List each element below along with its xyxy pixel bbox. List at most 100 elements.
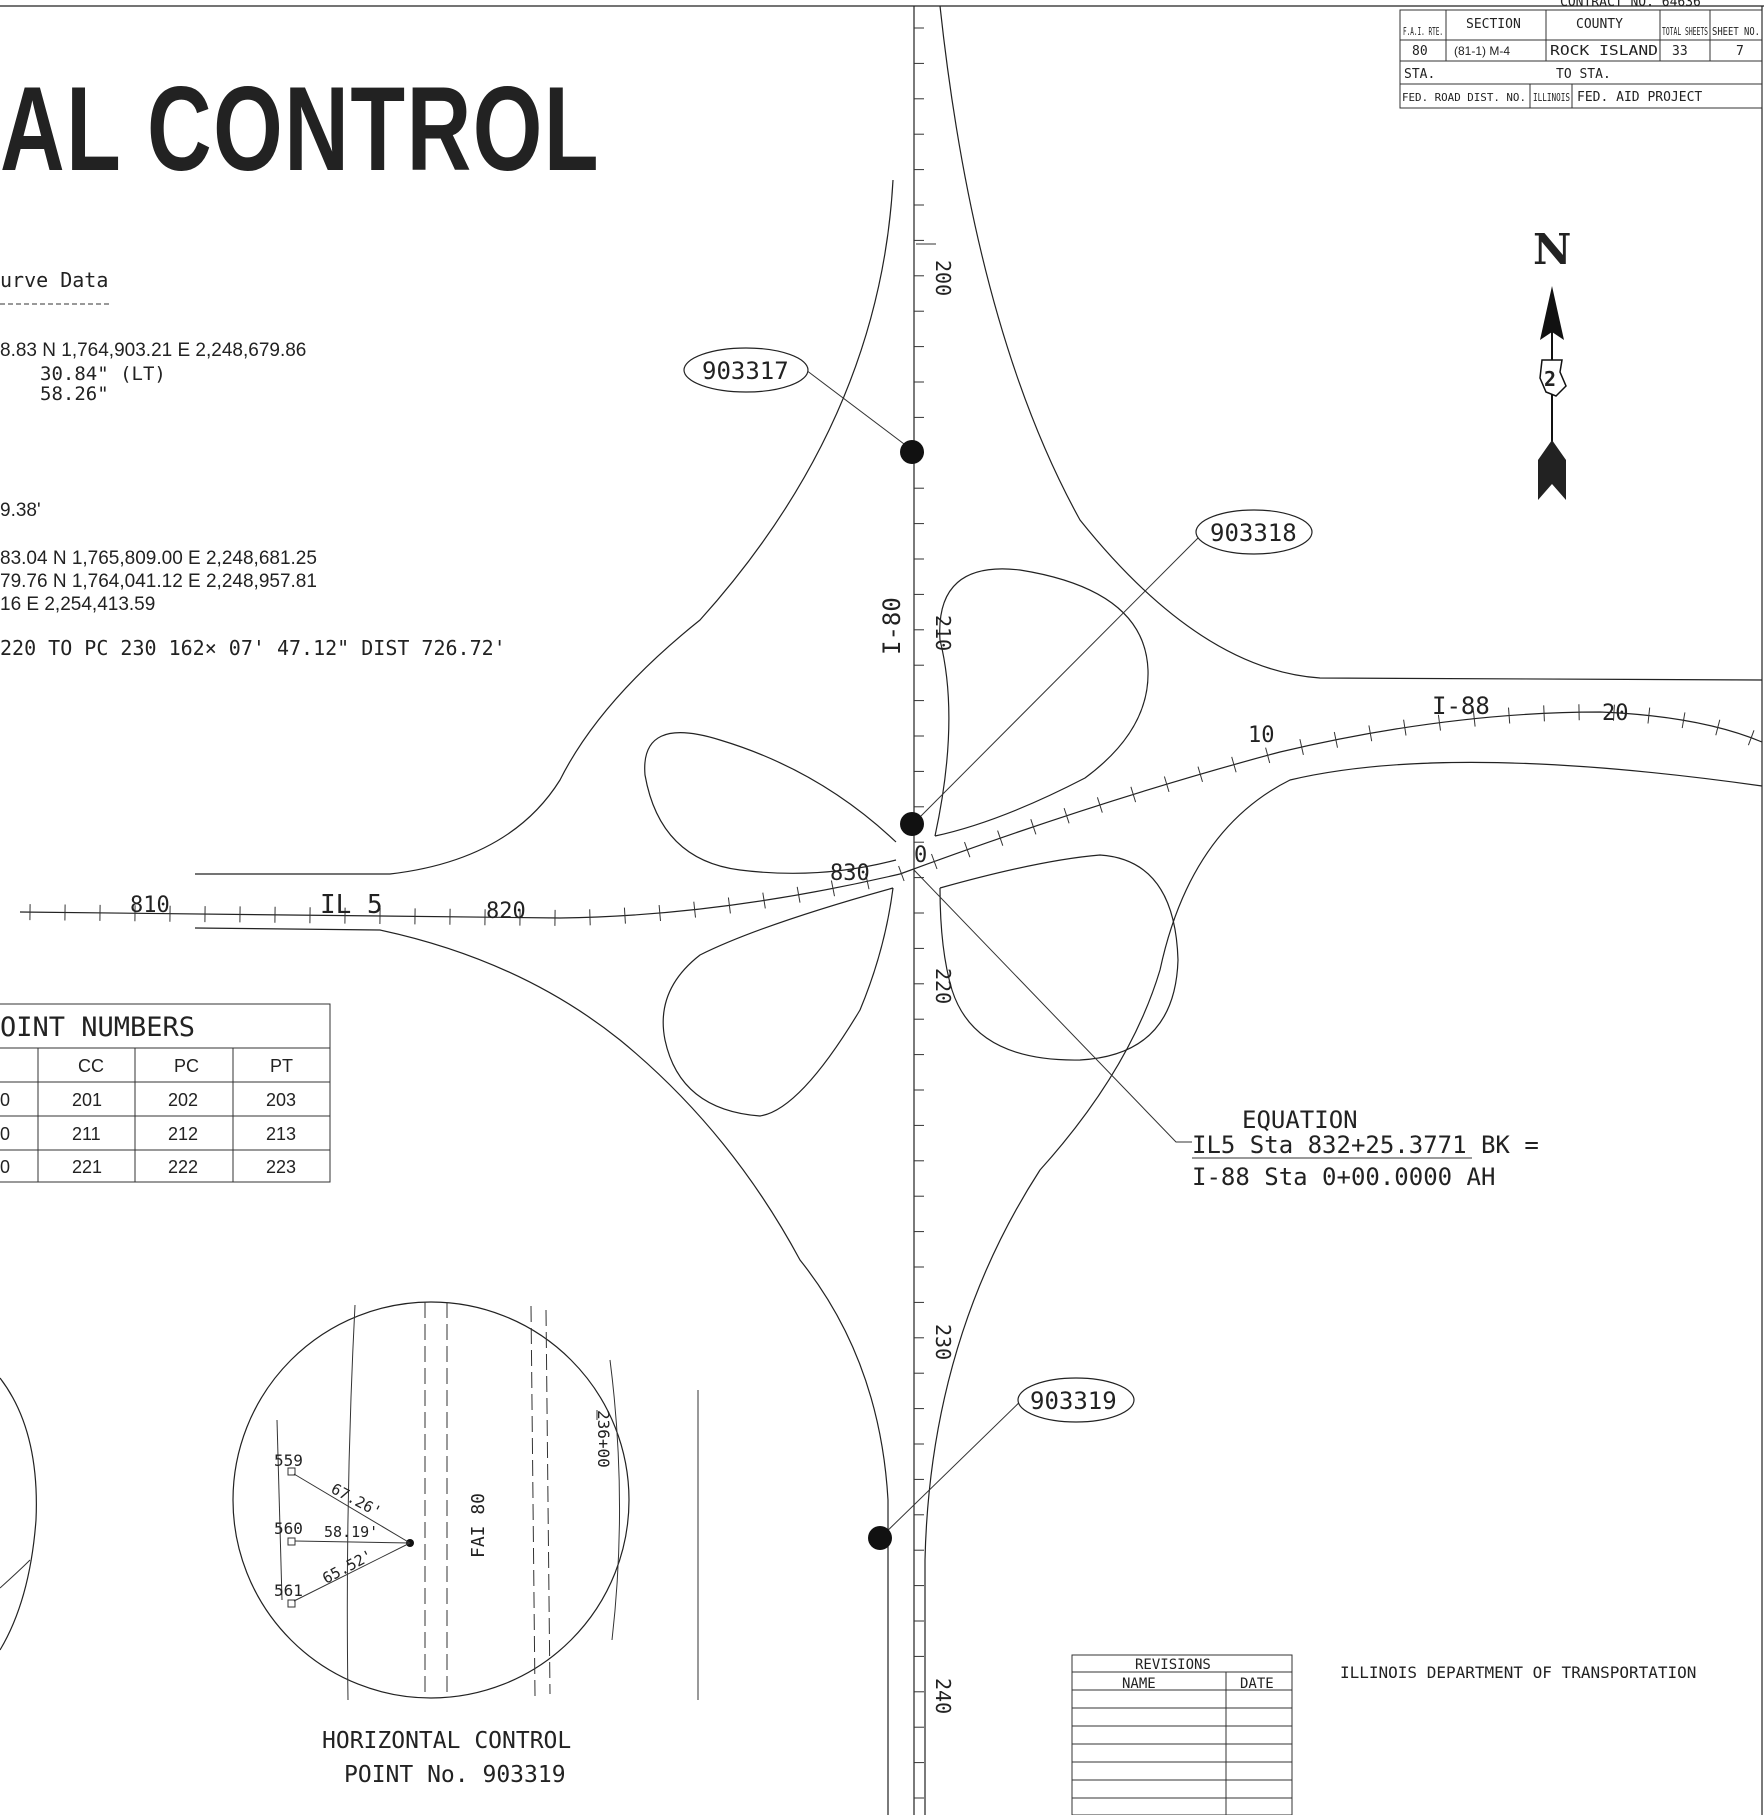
equation-note: EQUATION IL5 Sta 832+25.3771 BK = I-88 S…: [913, 869, 1539, 1191]
hdr-section: SECTION: [1466, 17, 1521, 32]
callout-903317: [683, 347, 809, 393]
curve-line-3: 58.26": [40, 383, 109, 405]
curve-line-5: 83.04 N 1,765,809.00 E 2,248,681.25: [0, 548, 317, 569]
tie-dist-560: 58.19': [324, 1523, 378, 1541]
il5-i88-tick: [1368, 725, 1373, 742]
control-point-903318: 903318: [1210, 519, 1297, 547]
curve-line-4: 9.38': [0, 500, 41, 521]
revisions-title: REVISIONS: [1135, 1657, 1211, 1673]
equation-heading: EQUATION: [1242, 1106, 1358, 1134]
il5-sta-830: 830: [830, 861, 870, 886]
i88-route-label: I-88: [1432, 692, 1490, 720]
i88-sta-0: 0: [914, 843, 927, 868]
r2-c2: 212: [168, 1124, 198, 1144]
r2-c1: 211: [72, 1124, 101, 1144]
curve-line-8: 220 TO PC 230 162× 07' 47.12" DIST 726.7…: [0, 636, 506, 660]
control-point-marker-903318: [900, 812, 924, 836]
il5-i88-tick: [898, 865, 905, 882]
hdr-county: COUNTY: [1576, 17, 1623, 32]
sheet-title: AL CONTROL: [0, 62, 600, 196]
contract-number: CONTRACT NO. 64636: [1560, 0, 1701, 10]
callout-903318: [1195, 509, 1313, 555]
ramp-se-outer: [924, 761, 1763, 1815]
loop-nw: [644, 732, 897, 874]
r1-c1: 201: [72, 1090, 102, 1110]
val-section: (81-1) M-4: [1454, 44, 1510, 58]
val-sheet: 7: [1736, 44, 1744, 59]
north-badge: 2: [1544, 367, 1556, 391]
detail-circle: [232, 1301, 630, 1699]
i88-sta-20: 20: [1602, 701, 1629, 726]
il5-i88-tick: [1647, 707, 1651, 724]
ramp-nw-outer: [195, 179, 894, 875]
il5-i88-tick: [1163, 776, 1170, 793]
hdr-sheet: SHEET NO.: [1712, 25, 1760, 38]
revisions-name-col: NAME: [1122, 1676, 1156, 1692]
detail-caption-2: POINT No. 903319: [344, 1762, 566, 1788]
detail-route-label: FAI 80: [468, 1493, 489, 1558]
il5-i88-tick: [1096, 797, 1103, 813]
control-point-marker-903319: [868, 1526, 892, 1550]
r3-c2: 222: [168, 1157, 198, 1177]
val-rte: 80: [1412, 44, 1428, 59]
loop-sw: [662, 887, 894, 1117]
i80-route-label: I-80: [878, 597, 906, 655]
il5-i88-tick: [1197, 766, 1203, 783]
i80-sta-200: 200: [931, 260, 955, 296]
i80-alignment: 200 210 220 230 240 I-80: [878, 6, 955, 1815]
i80-sta-230: 230: [931, 1324, 955, 1360]
il5-i88-tick: [1063, 807, 1070, 824]
il5-i88-tick: [1030, 819, 1037, 835]
north-arrow: N 2: [1533, 225, 1571, 500]
il5-i88-centerline: [19, 711, 1763, 919]
il5-i88-tick: [931, 853, 938, 870]
il5-i88-tick: [1508, 707, 1511, 724]
r1-c3: 203: [266, 1090, 296, 1110]
val-total: 33: [1672, 44, 1688, 59]
il5-sta-810: 810: [130, 893, 170, 918]
il5-i88-tick: [1747, 730, 1755, 746]
col-cc: CC: [78, 1056, 104, 1076]
il5-i88-alignment: 810 820 830 IL 5 0 10 20 I-88: [19, 692, 1763, 926]
curve-line-2: 30.84" (LT): [40, 363, 166, 385]
il5-i88-tick: [1543, 705, 1545, 722]
point-numbers-table: OINT NUMBERS CC PC PT 0 201 202 203 0 21…: [0, 1003, 331, 1183]
il5-i88-tick: [1333, 731, 1338, 748]
i88-sta-10: 10: [1248, 723, 1275, 748]
detail-caption-1: HORIZONTAL CONTROL: [322, 1728, 571, 1754]
tie-point-561: 561: [274, 1581, 303, 1600]
il5-i88-tick: [830, 880, 835, 897]
curve-data-heading: urve Data: [0, 268, 108, 292]
control-point-903317: 903317: [702, 357, 789, 385]
north-letter: N: [1533, 225, 1571, 274]
curve-line-6: 79.76 N 1,764,041.12 E 2,248,957.81: [0, 571, 317, 592]
il5-i88-tick: [1231, 756, 1237, 773]
r2-c0: 0: [0, 1124, 10, 1144]
title-block-frame: [1399, 9, 1763, 109]
col-pc: PC: [174, 1056, 199, 1076]
col-pt: PT: [270, 1056, 293, 1076]
control-point-903319: 903319: [1030, 1387, 1117, 1415]
tie-point-559: 559: [274, 1451, 303, 1470]
interchange-ramps: [194, 5, 1763, 1815]
r3-c3: 223: [266, 1157, 296, 1177]
detail-circle-partial: [0, 1377, 37, 1651]
il5-i88-tick: [1681, 712, 1686, 729]
il5-i88-tick: [1403, 719, 1407, 736]
tie-dist-559: 67.26': [328, 1480, 384, 1521]
il5-i88-tick: [1472, 710, 1476, 727]
r3-c1: 221: [72, 1157, 102, 1177]
control-point-marker-903317: [900, 440, 924, 464]
il5-i88-tick: [1437, 714, 1441, 731]
il5-i88-tick: [727, 897, 731, 914]
r3-c0: 0: [0, 1157, 10, 1177]
illinois-state-icon: [1539, 359, 1567, 397]
loop-se: [939, 854, 1179, 1061]
il5-i88-tick: [693, 901, 696, 918]
callout-903319: [1017, 1377, 1135, 1423]
equation-line-2: I-88 Sta 0+00.0000 AH: [1192, 1163, 1495, 1191]
detail-903319: FAI 80 236+00 559 560 561 67.26' 58.19' …: [232, 1301, 699, 1788]
il5-i88-tick: [623, 907, 626, 924]
north-arrow-head-icon: [1540, 286, 1564, 340]
il5-i88-tick: [1130, 786, 1137, 803]
